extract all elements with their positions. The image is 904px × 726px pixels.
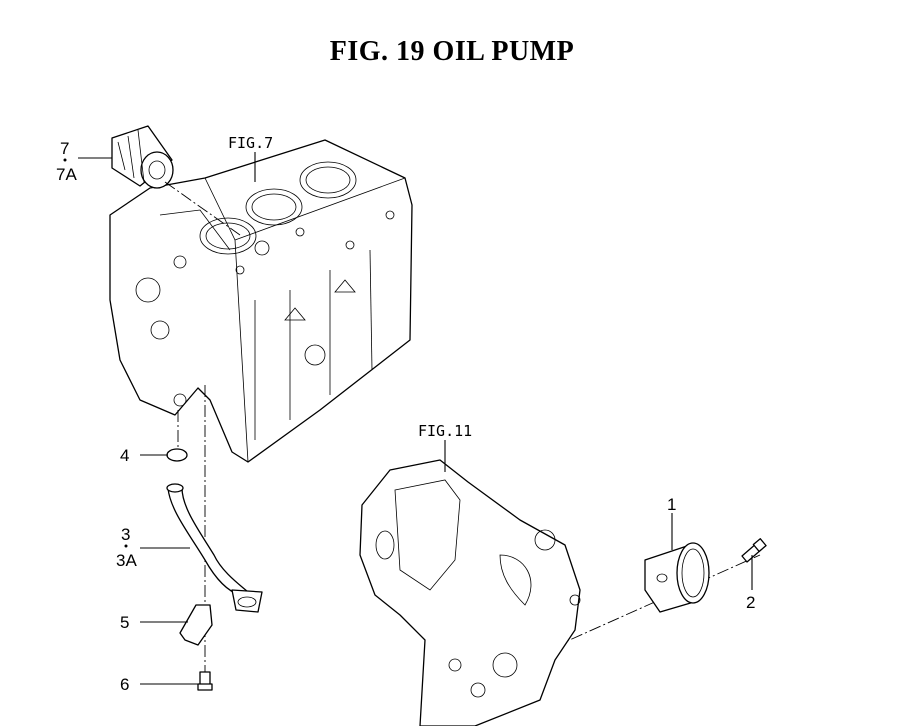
callout-5: 5: [120, 613, 129, 632]
bolt-2: [741, 538, 767, 563]
gear-case: [359, 459, 581, 726]
callout-2: 2: [746, 593, 755, 612]
suction-pipe: [166, 483, 263, 613]
bolt-6: [197, 671, 213, 691]
callout-3a: 3A: [116, 551, 137, 570]
page-title: FIG. 19 OIL PUMP: [329, 36, 575, 67]
callout-3-dot: [124, 544, 128, 548]
callout-7-dot: [63, 158, 67, 162]
ref-fig7: FIG.7: [228, 134, 273, 152]
oil-pump: [644, 542, 710, 613]
ref-fig11: FIG.11: [418, 422, 472, 440]
engine-block: [109, 139, 413, 463]
chain-line-filter: [164, 181, 241, 236]
o-ring: [166, 448, 188, 462]
callout-7: 7: [60, 139, 69, 158]
oil-filter: [111, 125, 174, 189]
callout-3: 3: [121, 525, 130, 544]
callout-6: 6: [120, 675, 129, 694]
callout-4: 4: [120, 446, 129, 465]
bracket: [179, 604, 213, 646]
callout-1: 1: [667, 495, 676, 514]
callout-7a: 7A: [56, 165, 77, 184]
